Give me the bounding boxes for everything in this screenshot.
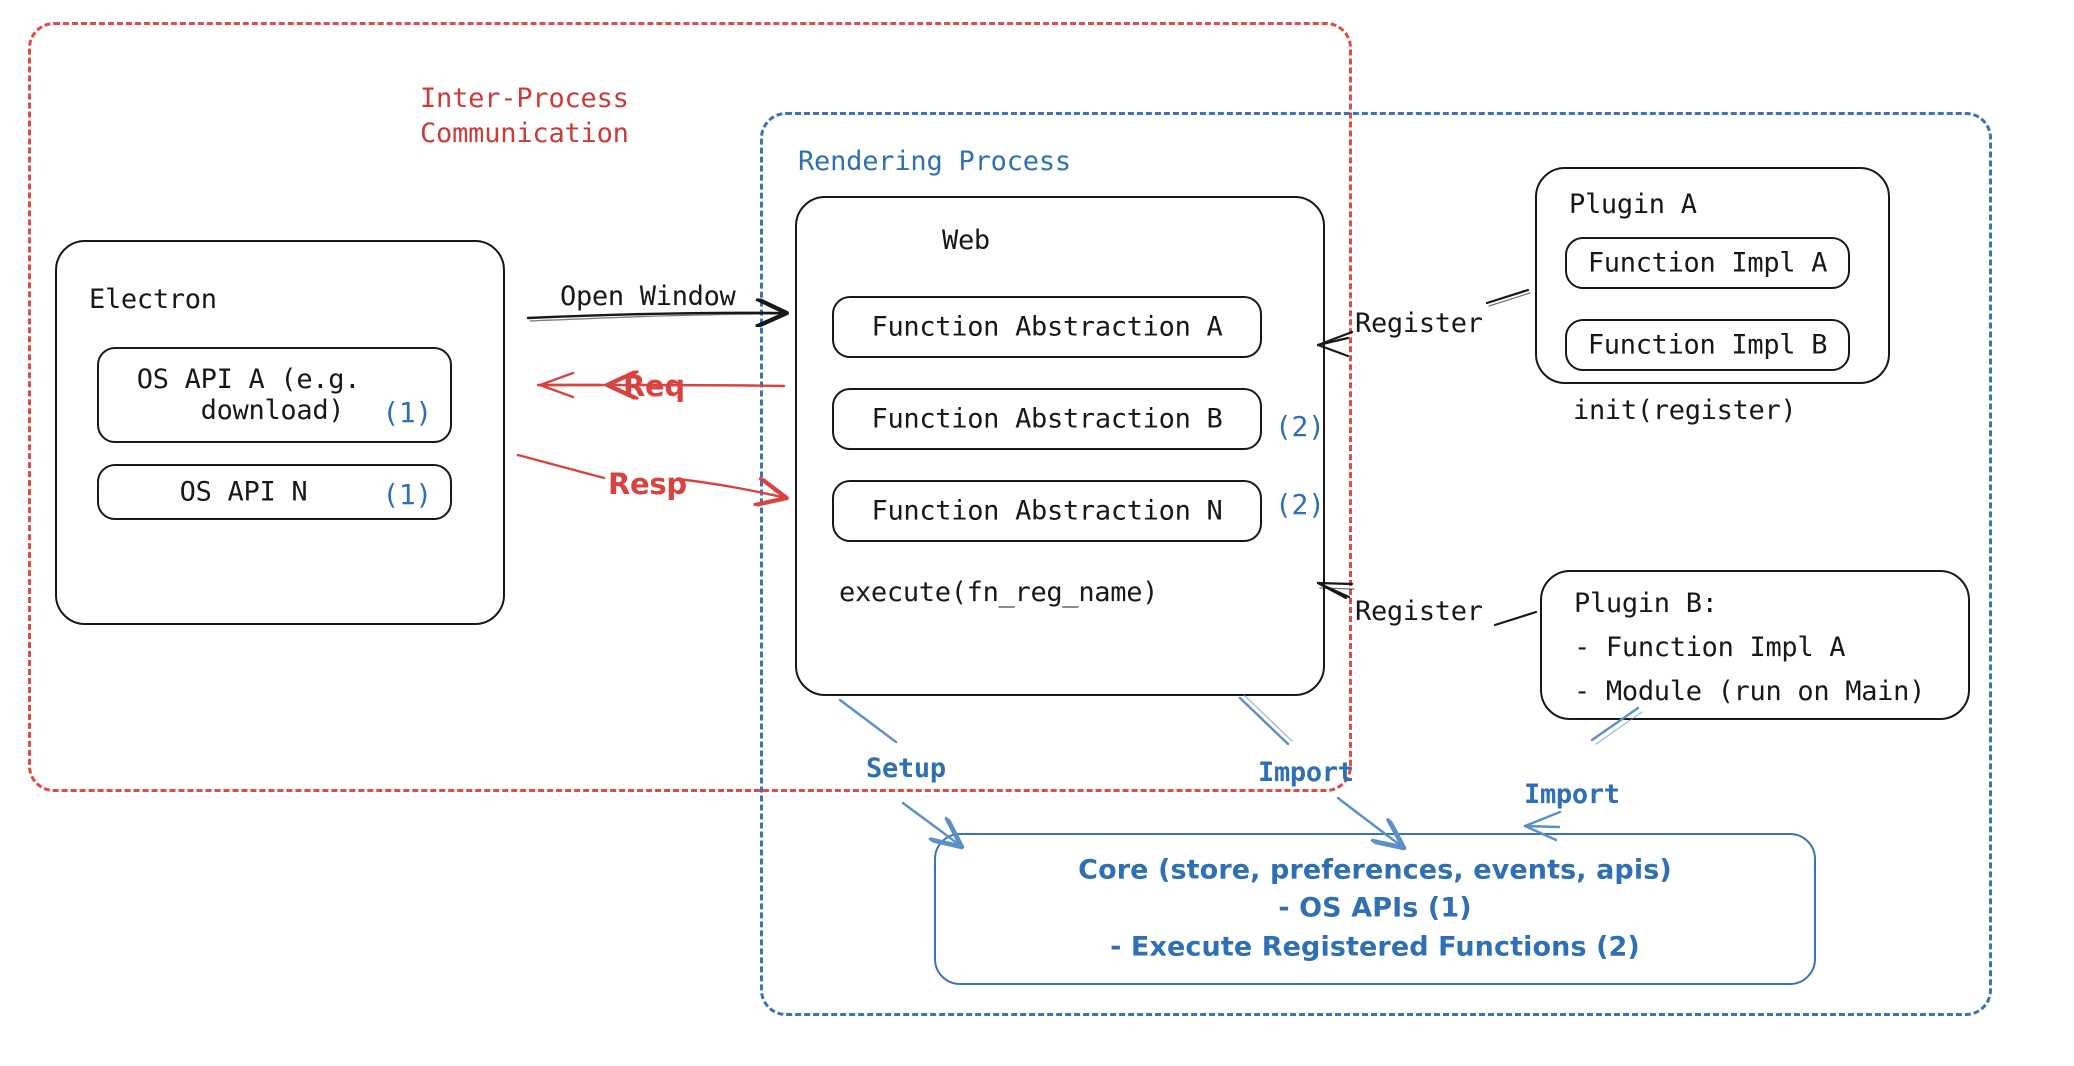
web-box[interactable]: Web Function Abstraction A (2) Function … — [795, 196, 1325, 696]
edge-label-register-plugin-a: Register — [1355, 308, 1483, 339]
plugin-a-init-label: init(register) — [1573, 395, 1797, 426]
plugin-a-function-impl-a-label: Function Impl A — [1587, 247, 1828, 279]
function-abstraction-b-label: Function Abstraction B — [871, 403, 1223, 435]
edge-label-import-plugin-b: Import — [1524, 779, 1620, 810]
group-rendering-process — [760, 112, 1992, 1016]
function-abstraction-a-label: Function Abstraction A — [871, 311, 1223, 343]
plugin-a-function-impl-b-label: Function Impl B — [1587, 329, 1828, 361]
electron-box[interactable]: Electron OS API A (e.g. download) (1) OS… — [55, 240, 505, 625]
plugin-b-line-2: - Module (run on Main) — [1574, 676, 1926, 707]
core-box[interactable]: Core (store, preferences, events, apis) … — [934, 833, 1816, 985]
group-inter-process-communication — [28, 22, 1352, 792]
edge-label-import-web: Import — [1258, 757, 1354, 788]
edge-label-setup: Setup — [866, 753, 946, 784]
edge-label-register-plugin-b: Register — [1355, 596, 1483, 627]
group-title-rendering-process: Rendering Process — [798, 146, 1071, 177]
plugin-b-title: Plugin B: — [1574, 588, 1718, 619]
os-api-a-badge: (1) — [382, 396, 432, 429]
function-abstraction-b-badge: (2) — [1275, 488, 1325, 521]
plugin-a-title: Plugin A — [1569, 189, 1697, 220]
edge-label-req: Req — [623, 369, 685, 403]
function-abstraction-n-box[interactable]: Function Abstraction N — [832, 480, 1262, 542]
plugin-a-box[interactable]: Plugin A Function Impl A Function Impl B… — [1535, 167, 1890, 426]
web-execute-label: execute(fn_reg_name) — [839, 577, 1159, 608]
electron-title: Electron — [89, 284, 217, 315]
os-api-n-label: OS API N — [179, 476, 308, 508]
os-api-a-label: OS API A (e.g. download) — [136, 364, 361, 426]
plugin-b-line-1: - Function Impl A — [1574, 632, 1846, 663]
function-abstraction-a-badge: (2) — [1275, 410, 1325, 443]
function-abstraction-n-label: Function Abstraction N — [871, 495, 1223, 527]
os-api-n-badge: (1) — [382, 478, 432, 511]
os-api-a-box[interactable]: OS API A (e.g. download) (1) — [97, 347, 452, 443]
edge-label-resp: Resp — [608, 467, 687, 501]
plugin-a-function-impl-b-box[interactable]: Function Impl B — [1565, 319, 1850, 371]
function-abstraction-b-box[interactable]: Function Abstraction B — [832, 388, 1262, 450]
edge-label-open-window: Open Window — [560, 281, 736, 312]
group-title-ipc: Inter-Process Communication — [420, 83, 629, 149]
web-title: Web — [942, 225, 990, 256]
function-abstraction-a-box[interactable]: Function Abstraction A — [832, 296, 1262, 358]
core-text: Core (store, preferences, events, apis) … — [1078, 854, 1672, 963]
plugin-a-function-impl-a-box[interactable]: Function Impl A — [1565, 237, 1850, 289]
plugin-b-box[interactable]: Plugin B: - Function Impl A - Module (ru… — [1540, 570, 1970, 720]
os-api-n-box[interactable]: OS API N (1) — [97, 464, 452, 520]
